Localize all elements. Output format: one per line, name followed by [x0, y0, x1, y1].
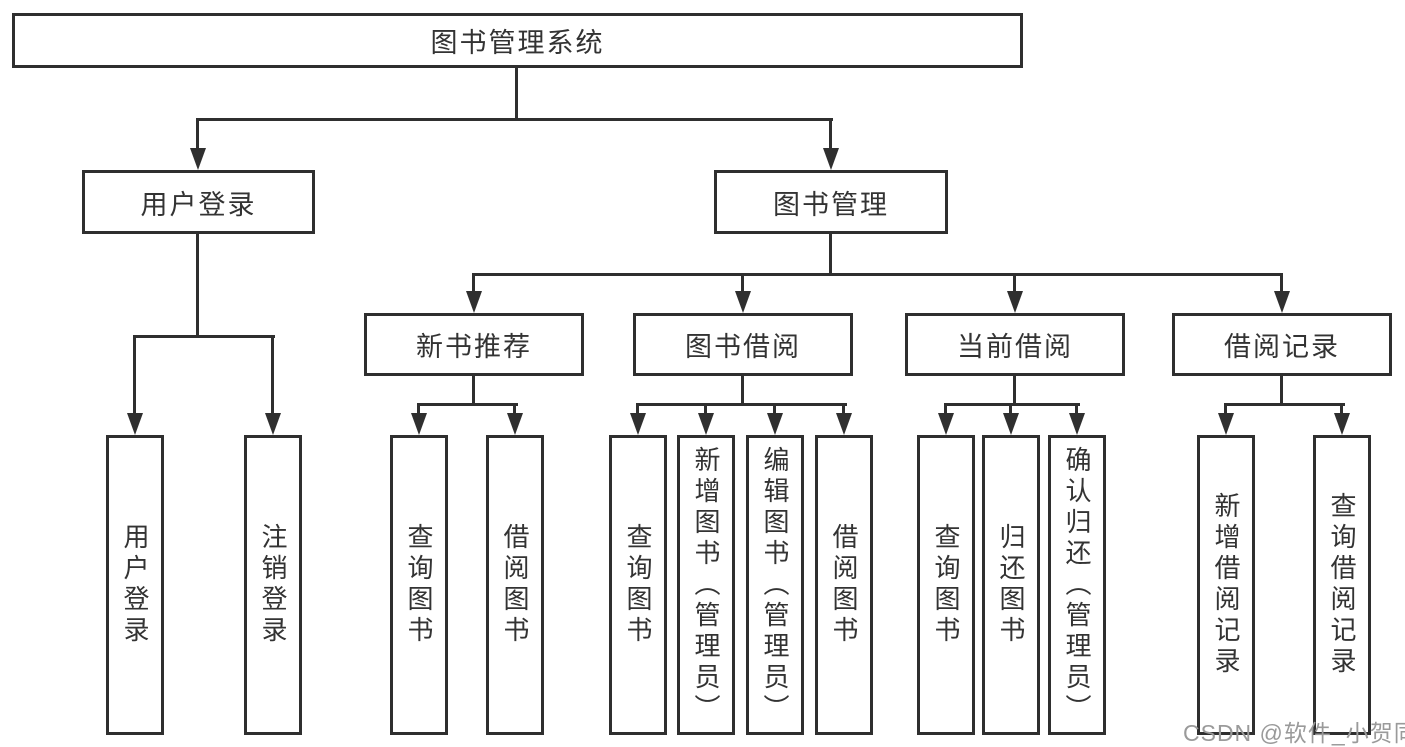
- arrowhead-down-icon: [1069, 413, 1085, 435]
- leaf-return-book: 归还图书: [982, 435, 1040, 735]
- leaf-edit-book-admin: 编辑图书（管理员）: [746, 435, 804, 735]
- leaf-add-book-admin: 新增图书（管理员）: [677, 435, 735, 735]
- connector-line: [1280, 273, 1283, 293]
- leaf-user-login: 用户登录: [106, 435, 164, 735]
- connector-line: [417, 403, 518, 406]
- arrowhead-down-icon: [938, 413, 954, 435]
- connector-line: [271, 335, 274, 415]
- node-current-borrow: 当前借阅: [905, 313, 1125, 376]
- arrowhead-down-icon: [1003, 413, 1019, 435]
- arrowhead-down-icon: [466, 291, 482, 313]
- connector-line: [417, 403, 420, 415]
- node-current-borrow-label: 当前借阅: [957, 332, 1073, 362]
- connector-line: [1013, 273, 1016, 293]
- connector-line: [636, 403, 847, 406]
- node-user-login-label: 用户登录: [140, 189, 257, 220]
- leaf-borrow-books-1: 借阅图书: [486, 435, 544, 735]
- arrowhead-down-icon: [507, 413, 523, 435]
- leaf-logout: 注销登录: [244, 435, 302, 735]
- leaf-borrow-books-1-label: 借阅图书: [500, 523, 530, 647]
- arrowhead-down-icon: [190, 148, 206, 170]
- node-book-management: 图书管理: [714, 170, 948, 234]
- node-new-book-recommend: 新书推荐: [364, 313, 584, 376]
- connector-line: [636, 403, 639, 415]
- arrowhead-down-icon: [127, 413, 143, 435]
- leaf-user-login-label: 用户登录: [120, 523, 150, 647]
- connector-line: [515, 66, 518, 120]
- node-borrow-records-label: 借阅记录: [1224, 332, 1340, 362]
- leaf-query-books-3-label: 查询图书: [931, 523, 961, 647]
- leaf-borrow-books-2: 借阅图书: [815, 435, 873, 735]
- node-book-borrow: 图书借阅: [633, 313, 853, 376]
- leaf-add-borrow-record: 新增借阅记录: [1197, 435, 1255, 735]
- connector-line: [944, 403, 947, 415]
- arrowhead-down-icon: [1274, 291, 1290, 313]
- connector-line: [472, 376, 475, 405]
- leaf-query-books-3: 查询图书: [917, 435, 975, 735]
- arrowhead-down-icon: [630, 413, 646, 435]
- arrowhead-down-icon: [836, 413, 852, 435]
- node-book-management-label: 图书管理: [773, 189, 889, 220]
- node-user-login: 用户登录: [82, 170, 315, 234]
- connector-line: [472, 273, 1283, 276]
- node-root: 图书管理系统: [12, 13, 1023, 68]
- connector-line: [513, 403, 516, 415]
- arrowhead-down-icon: [1007, 291, 1023, 313]
- connector-line: [196, 118, 833, 121]
- connector-line: [842, 403, 845, 415]
- leaf-return-book-label: 归还图书: [996, 523, 1026, 647]
- connector-line: [741, 273, 744, 293]
- leaf-borrow-books-2-label: 借阅图书: [829, 523, 859, 647]
- arrowhead-down-icon: [698, 413, 714, 435]
- node-new-book-recommend-label: 新书推荐: [416, 332, 532, 362]
- connector-line: [829, 118, 832, 150]
- leaf-confirm-return-admin-label: 确认归还（管理员）: [1062, 445, 1092, 725]
- connector-line: [196, 118, 199, 150]
- arrowhead-down-icon: [1334, 413, 1350, 435]
- arrowhead-down-icon: [767, 413, 783, 435]
- csdn-watermark: CSDN @软件_小贺同学: [1183, 720, 1405, 746]
- connector-line: [741, 376, 744, 405]
- connector-line: [1013, 376, 1016, 405]
- leaf-edit-book-admin-label: 编辑图书（管理员）: [760, 445, 790, 725]
- leaf-query-borrow-record: 查询借阅记录: [1313, 435, 1371, 735]
- connector-line: [1224, 403, 1227, 415]
- leaf-query-books-1-label: 查询图书: [404, 523, 434, 647]
- connector-line: [1280, 376, 1283, 405]
- connector-line: [704, 403, 707, 415]
- leaf-add-borrow-record-label: 新增借阅记录: [1211, 492, 1241, 678]
- leaf-query-borrow-record-label: 查询借阅记录: [1327, 492, 1357, 678]
- connector-line: [133, 335, 275, 338]
- connector-line: [1340, 403, 1343, 415]
- connector-line: [773, 403, 776, 415]
- connector-line: [1009, 403, 1012, 415]
- arrowhead-down-icon: [1218, 413, 1234, 435]
- connector-line: [133, 335, 136, 415]
- connector-line: [196, 234, 199, 337]
- connector-line: [1075, 403, 1078, 415]
- leaf-query-books-1: 查询图书: [390, 435, 448, 735]
- connector-line: [829, 234, 832, 275]
- leaf-add-book-admin-label: 新增图书（管理员）: [691, 445, 721, 725]
- leaf-query-books-2: 查询图书: [609, 435, 667, 735]
- connector-line: [944, 403, 1080, 406]
- node-borrow-records: 借阅记录: [1172, 313, 1392, 376]
- arrowhead-down-icon: [823, 148, 839, 170]
- connector-line: [1224, 403, 1345, 406]
- leaf-logout-label: 注销登录: [258, 523, 288, 647]
- node-book-borrow-label: 图书借阅: [685, 332, 801, 362]
- arrowhead-down-icon: [735, 291, 751, 313]
- arrowhead-down-icon: [411, 413, 427, 435]
- arrowhead-down-icon: [265, 413, 281, 435]
- node-root-label: 图书管理系统: [430, 28, 605, 58]
- leaf-confirm-return-admin: 确认归还（管理员）: [1048, 435, 1106, 735]
- leaf-query-books-2-label: 查询图书: [623, 523, 653, 647]
- connector-line: [472, 273, 475, 293]
